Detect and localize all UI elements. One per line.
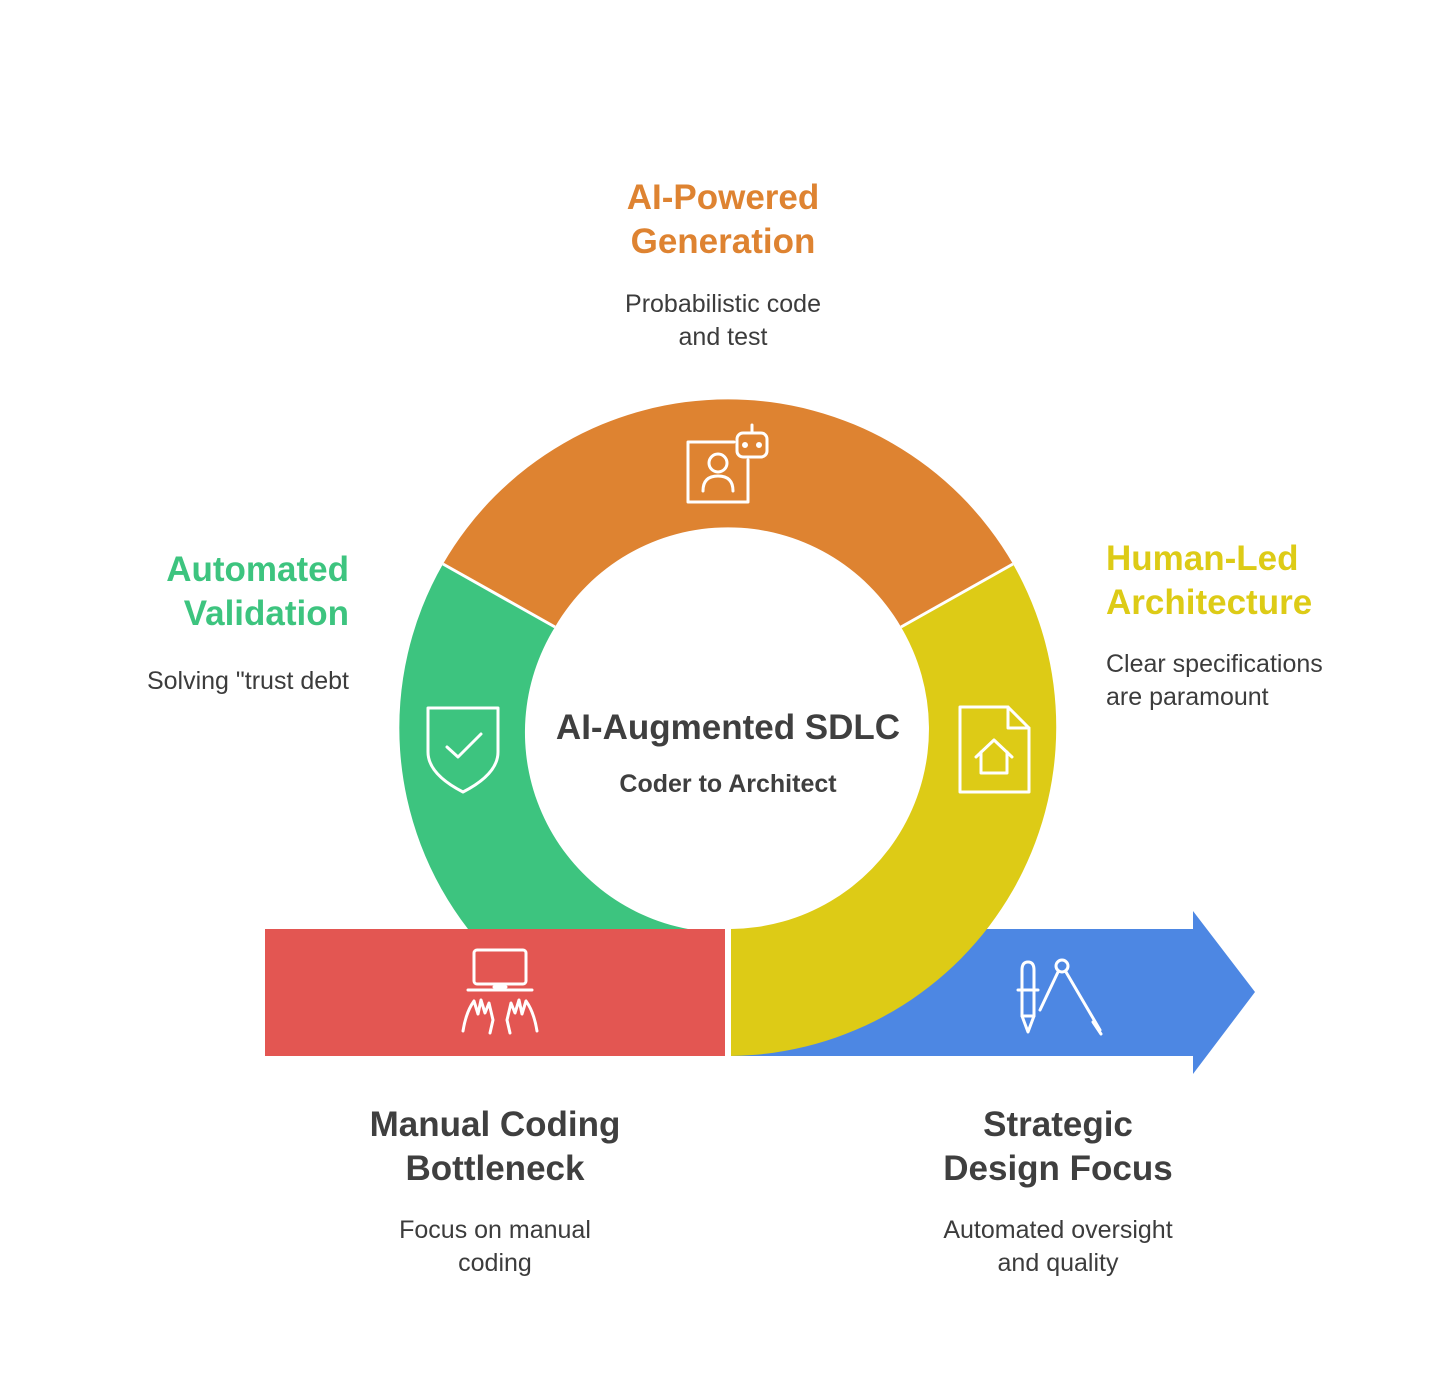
- manual-description: Focus on manual coding: [345, 1214, 645, 1280]
- architecture-title-line-2: Architecture: [1106, 583, 1313, 622]
- manual-title-line-1: Manual Coding: [369, 1105, 621, 1144]
- hub-subtitle: Coder to Architect: [619, 770, 837, 798]
- generation-title-line-1: AI-Powered: [626, 178, 820, 217]
- pen-compass-icon: [1016, 958, 1103, 1036]
- strategic-title-line-2: Design Focus: [943, 1149, 1173, 1188]
- separator-line: [442, 562, 556, 629]
- strategic-title-line-1: Strategic: [983, 1105, 1133, 1144]
- strategic-title: Strategic Design Focus: [893, 1103, 1223, 1191]
- architecture-desc-line-2: are paramount: [1106, 683, 1269, 711]
- shield-check-icon: [426, 706, 500, 794]
- architecture-desc-line-1: Clear specifications: [1106, 650, 1323, 678]
- architecture-title-line-1: Human-Led: [1106, 539, 1299, 578]
- validation-title-line-1: Automated: [166, 550, 349, 589]
- manual-title-line-2: Bottleneck: [405, 1149, 585, 1188]
- validation-ring-segment: [399, 564, 688, 929]
- generation-ring-segment: [443, 399, 1013, 627]
- validation-title-line-2: Validation: [183, 594, 349, 633]
- generation-description: Probabilistic code and test: [573, 288, 873, 354]
- document-house-icon: [958, 705, 1031, 794]
- strategic-desc-line-2: and quality: [997, 1249, 1119, 1277]
- generation-title-line-2: Generation: [630, 222, 816, 261]
- hub-title: AI-Augmented SDLC: [555, 708, 901, 747]
- separator-line: [900, 562, 1014, 629]
- generation-desc-line-2: and test: [678, 323, 768, 351]
- validation-description: Solving "trust debt: [50, 665, 349, 698]
- robot-avatar-icon: [686, 423, 769, 504]
- manual-desc-line-1: Focus on manual: [399, 1216, 591, 1244]
- generation-desc-line-1: Probabilistic code: [625, 290, 821, 318]
- generation-title: AI-Powered Generation: [573, 176, 873, 264]
- architecture-title: Human-Led Architecture: [1106, 537, 1436, 625]
- architecture-ring-segment: [731, 564, 1057, 1056]
- strategic-description: Automated oversight and quality: [893, 1214, 1223, 1280]
- validation-desc-line-1: Solving "trust debt: [146, 667, 349, 695]
- strategic-desc-line-1: Automated oversight: [943, 1216, 1173, 1244]
- manual-coding-bar: [265, 929, 725, 1056]
- manual-desc-line-2: coding: [458, 1249, 532, 1277]
- manual-title: Manual Coding Bottleneck: [345, 1103, 645, 1191]
- laptop-typing-icon: [461, 948, 539, 1035]
- validation-title: Automated Validation: [50, 548, 349, 636]
- architecture-description: Clear specifications are paramount: [1106, 648, 1436, 714]
